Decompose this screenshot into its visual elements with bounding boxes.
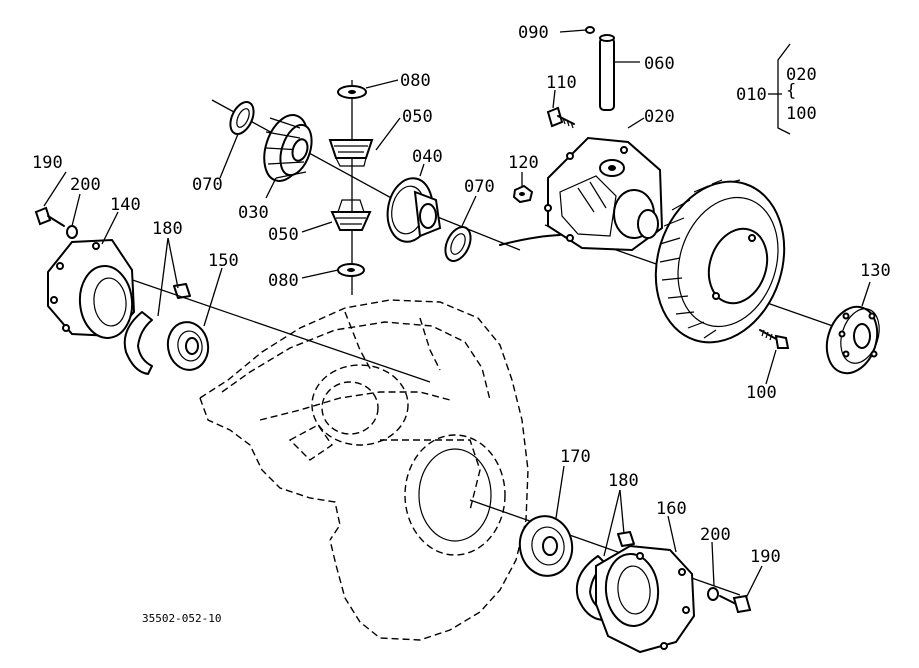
- bevel-gear-050-top: [328, 139, 374, 167]
- label-080-top: 080: [400, 71, 431, 91]
- label-070-right: 070: [464, 177, 495, 197]
- label-140: 140: [110, 195, 141, 215]
- label-040: 040: [412, 147, 443, 167]
- label-160: 160: [656, 499, 687, 519]
- label-080-bottom: 080: [268, 271, 299, 291]
- label-010: 010: [736, 85, 767, 105]
- label-020-group: 020: [786, 65, 817, 85]
- label-050-top: 050: [402, 107, 433, 127]
- transmission-case: [199, 299, 529, 641]
- pinion-gear-030: [263, 114, 313, 182]
- label-090: 090: [518, 23, 549, 43]
- washer-070-right: [444, 226, 472, 262]
- label-070-left: 070: [192, 175, 223, 195]
- bearing-170: [518, 515, 574, 577]
- diagram-code: 35502-052-10: [142, 612, 221, 625]
- bolt-100: [759, 329, 790, 349]
- bearing-150: [166, 321, 210, 371]
- bearing-cover-140: [47, 238, 136, 339]
- flange-130: [825, 305, 880, 375]
- label-100-group: 100: [786, 104, 817, 124]
- label-190-right: 190: [750, 547, 781, 567]
- label-060: 060: [644, 54, 675, 74]
- label-020: 020: [644, 107, 675, 127]
- label-110: 110: [546, 73, 577, 93]
- shaft-060: [599, 34, 615, 111]
- nut-120: [512, 184, 534, 204]
- bearing-cover-160: [595, 544, 696, 654]
- leader-lines: [43, 29, 871, 599]
- bevel-gear-050-bottom: [330, 199, 372, 231]
- label-150: 150: [208, 251, 239, 271]
- washer-200-left: [66, 225, 78, 239]
- bolt-190-right: [719, 594, 752, 614]
- washer-080-top: [337, 85, 367, 99]
- washer-080-bottom: [337, 263, 365, 277]
- pin-090: [585, 26, 595, 34]
- side-gear-040: [386, 177, 442, 243]
- label-050-bottom: 050: [268, 225, 299, 245]
- label-130: 130: [860, 261, 891, 281]
- label-030: 030: [238, 203, 269, 223]
- label-120: 120: [508, 153, 539, 173]
- label-190-left: 190: [32, 153, 63, 173]
- bracket-symbol: {: [786, 81, 796, 101]
- washer-200-right: [707, 587, 719, 601]
- label-170: 170: [560, 447, 591, 467]
- bolt-190-left: [34, 206, 65, 227]
- label-180-bottom: 180: [608, 471, 639, 491]
- part-labels: 090 060 080 110 010 020 { 100 050 020 07…: [32, 23, 891, 625]
- differential-case-020: [544, 136, 664, 252]
- label-200-right: 200: [700, 525, 731, 545]
- bolt-110: [546, 106, 575, 129]
- washer-070-left: [229, 101, 255, 135]
- ring-gear: [654, 179, 786, 344]
- label-180-top: 180: [152, 219, 183, 239]
- snap-ring-180-top: [123, 283, 191, 375]
- label-100: 100: [746, 383, 777, 403]
- label-200-left: 200: [70, 175, 101, 195]
